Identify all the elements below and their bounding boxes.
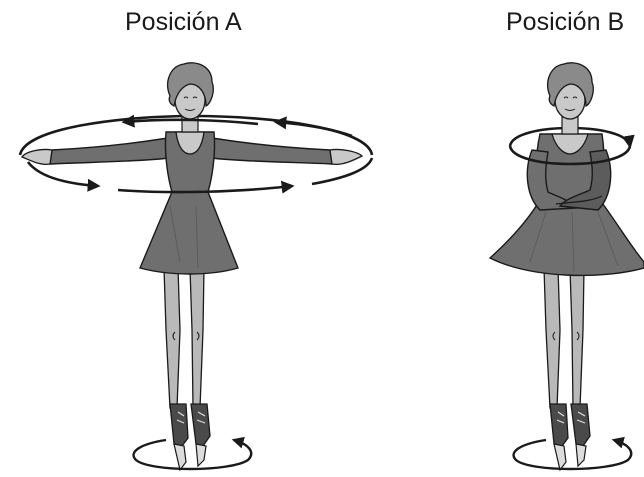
skater-b (488, 62, 644, 472)
skater-b-head (547, 62, 594, 135)
skater-b-arms (526, 149, 612, 211)
foot-rotation-arrow-a (132, 436, 253, 471)
skater-a-dress (139, 131, 239, 275)
skater-b-dress (488, 133, 644, 277)
skater-b-skates (549, 403, 591, 472)
rotation-arrow-a-front-mid (117, 180, 295, 194)
position-a-label: Posición A (125, 8, 242, 36)
skater-a-arms (21, 137, 364, 166)
rotation-arrow-a-front-left (26, 161, 101, 192)
rotation-arrow-a-back-right (273, 116, 353, 138)
rotation-arrow-a-front-right (311, 157, 374, 186)
skater-a-head (167, 62, 214, 133)
rotation-arrow-a-back-left (121, 114, 259, 128)
skater-a (18, 62, 374, 472)
position-b-label: Posición B (506, 8, 625, 36)
skater-b-legs (543, 267, 585, 409)
skater-a-skates (169, 403, 211, 472)
foot-rotation-arrow-b (512, 436, 633, 471)
skater-a-legs (163, 267, 205, 409)
rotation-ring-b-front (508, 145, 632, 166)
